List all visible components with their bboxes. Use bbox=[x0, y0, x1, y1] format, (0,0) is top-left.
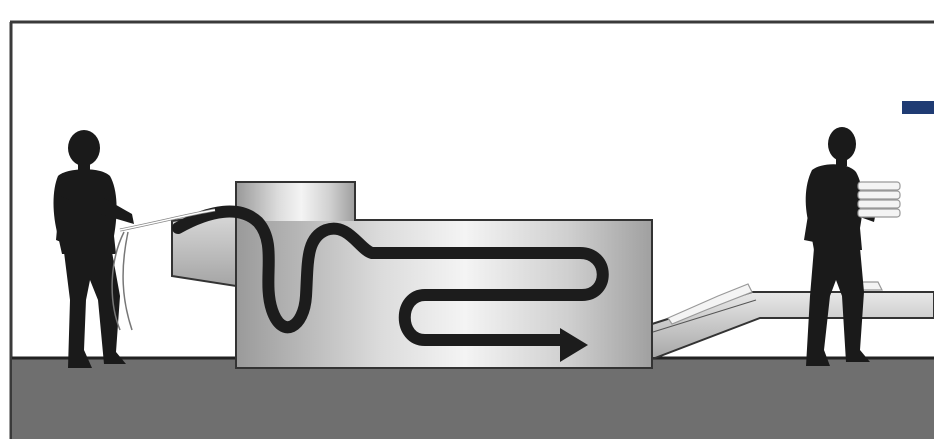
floor bbox=[12, 356, 934, 439]
serpentine-arrow-path bbox=[172, 205, 609, 362]
linen-feed-strand bbox=[111, 208, 216, 331]
folded-linen-stack-icon bbox=[857, 181, 901, 218]
worker-feeding-silhouette bbox=[53, 130, 134, 368]
blue-accent-bar bbox=[902, 101, 934, 114]
exit-conveyor bbox=[651, 281, 934, 359]
frame bbox=[9, 20, 934, 439]
worker-collecting-silhouette bbox=[804, 127, 876, 366]
